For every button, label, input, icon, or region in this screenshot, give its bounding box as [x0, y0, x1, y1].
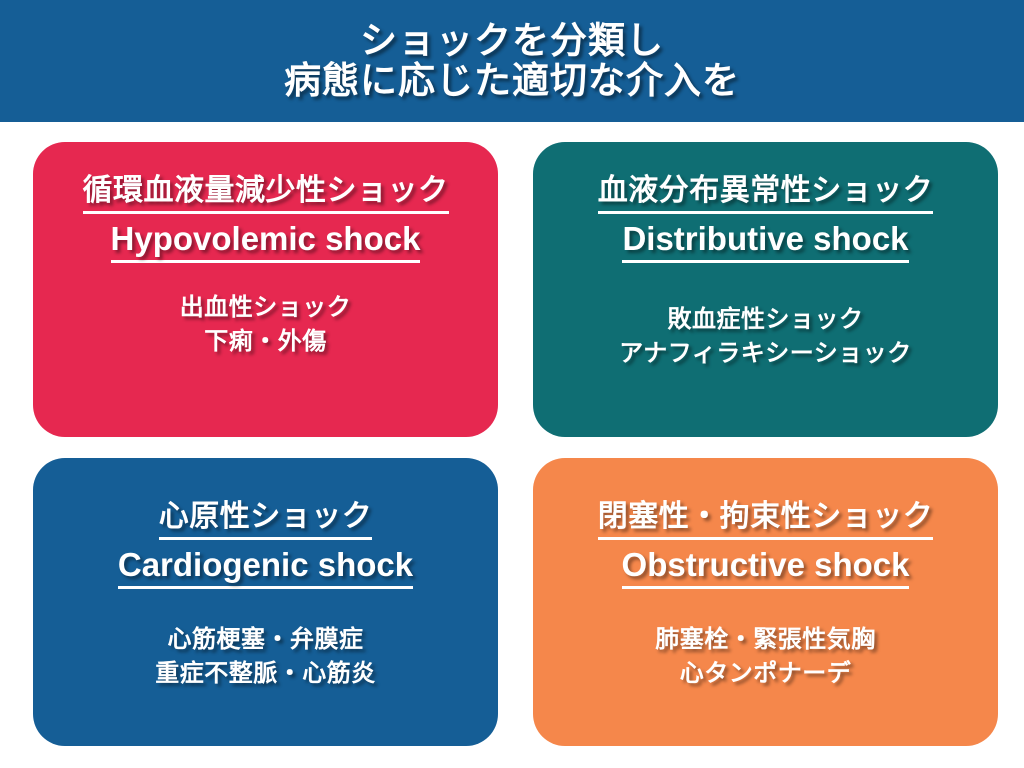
card-body-line: 出血性ショック — [179, 293, 352, 321]
card-title-en-hypovolemic: Hypovolemic shock — [110, 218, 421, 263]
card-hypovolemic-shock: 循環血液量減少性ショック Hypovolemic shock 出血性ショック 下… — [33, 142, 498, 437]
header-title-line-2: 病態に応じた適切な介入を — [284, 60, 740, 101]
card-body-cardiogenic: 心筋梗塞・弁膜症 重症不整脈・心筋炎 — [155, 623, 376, 691]
card-body-line: 心筋梗塞・弁膜症 — [167, 625, 364, 653]
shock-type-grid: 循環血液量減少性ショック Hypovolemic shock 出血性ショック 下… — [33, 142, 998, 746]
card-body-hypovolemic: 出血性ショック 下痢・外傷 — [180, 291, 352, 359]
card-body-line: 心タンポナーデ — [679, 659, 852, 687]
header-banner: ショックを分類し 病態に応じた適切な介入を — [0, 0, 1024, 122]
card-distributive-shock: 血液分布異常性ショック Distributive shock 敗血症性ショック … — [533, 142, 998, 437]
card-title-cardiogenic: 心原性ショック Cardiogenic shock — [117, 498, 414, 589]
card-obstructive-shock: 閉塞性・拘束性ショック Obstructive shock 肺塞栓・緊張性気胸 … — [533, 458, 998, 746]
card-body-obstructive: 肺塞栓・緊張性気胸 心タンポナーデ — [655, 623, 876, 691]
card-title-ja-distributive: 血液分布異常性ショック — [597, 172, 934, 214]
card-body-line: アナフィラキシーショック — [619, 339, 912, 367]
card-body-distributive: 敗血症性ショック アナフィラキシーショック — [619, 303, 912, 371]
card-title-distributive: 血液分布異常性ショック Distributive shock — [597, 172, 934, 263]
card-title-obstructive: 閉塞性・拘束性ショック Obstructive shock — [597, 498, 934, 589]
card-body-line: 肺塞栓・緊張性気胸 — [655, 625, 876, 653]
card-cardiogenic-shock: 心原性ショック Cardiogenic shock 心筋梗塞・弁膜症 重症不整脈… — [33, 458, 498, 746]
card-title-en-distributive: Distributive shock — [622, 218, 909, 263]
card-body-line: 下痢・外傷 — [204, 327, 327, 355]
card-title-ja-cardiogenic: 心原性ショック — [158, 498, 373, 540]
card-title-ja-obstructive: 閉塞性・拘束性ショック — [597, 498, 934, 540]
header-title-line-1: ショックを分類し — [360, 20, 664, 62]
card-title-en-obstructive: Obstructive shock — [621, 544, 910, 589]
card-title-hypovolemic: 循環血液量減少性ショック Hypovolemic shock — [82, 172, 449, 263]
card-body-line: 重症不整脈・心筋炎 — [155, 659, 376, 687]
card-title-ja-hypovolemic: 循環血液量減少性ショック — [82, 172, 449, 214]
card-title-en-cardiogenic: Cardiogenic shock — [117, 544, 414, 589]
card-body-line: 敗血症性ショック — [667, 305, 864, 333]
